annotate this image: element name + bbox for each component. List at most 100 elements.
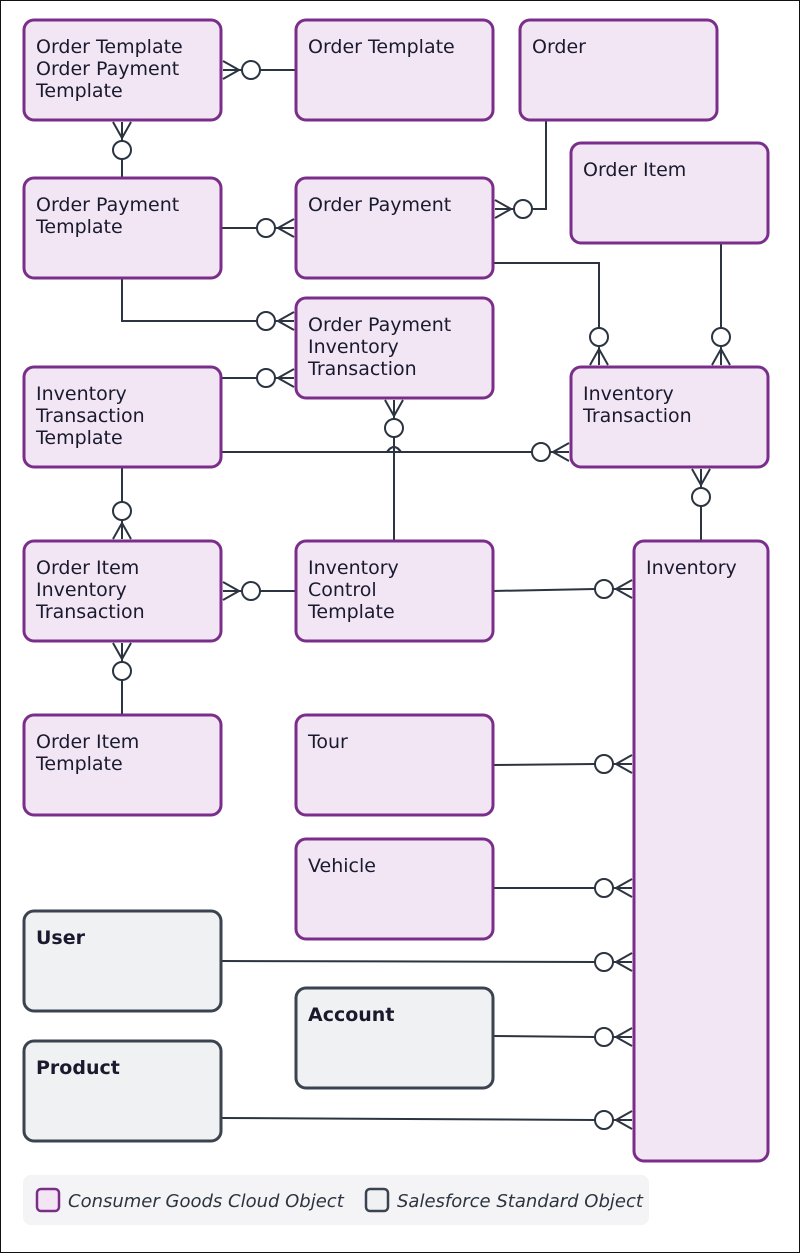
relationship-ict-to-inv: [492, 579, 633, 599]
entity-box: [294, 713, 495, 817]
optional-zero-icon: [241, 581, 261, 601]
entity-box: [294, 296, 495, 400]
optional-zero-icon: [241, 60, 261, 80]
crows-foot-many-icon: [615, 1027, 633, 1047]
relationship-oit-to-oiit: [112, 642, 132, 715]
entity-label: Transaction: [35, 405, 145, 427]
optional-zero-icon: [513, 199, 533, 219]
entity-box: [22, 1039, 223, 1143]
entity-label: Order Payment: [36, 194, 179, 216]
entity-box: [294, 837, 495, 941]
entity-box: [22, 176, 223, 280]
entity-tour: Tour: [294, 713, 495, 817]
crows-foot-many-icon: [277, 218, 295, 238]
relationship-line: [220, 960, 596, 963]
optional-zero-icon: [256, 368, 276, 388]
relationship-op-to-it: [493, 262, 609, 366]
legend-cg-label: Consumer Goods Cloud Object: [68, 1191, 345, 1212]
entity-label: Inventory: [308, 336, 399, 358]
entity-box: [22, 909, 223, 1013]
crows-foot-many-icon: [277, 311, 295, 331]
entity-label: Transaction: [35, 601, 145, 623]
optional-zero-icon: [594, 579, 614, 599]
optional-zero-icon: [256, 311, 276, 331]
optional-zero-icon: [594, 754, 614, 774]
relationship-line: [492, 588, 596, 592]
entity-label: Tour: [307, 731, 348, 753]
optional-zero-icon: [384, 418, 404, 438]
crows-foot-many-icon: [494, 199, 512, 219]
entity-box: [569, 365, 770, 469]
entity-label: Order Payment: [308, 194, 451, 216]
crows-foot-many-icon: [615, 754, 633, 774]
entity-label: Template: [307, 601, 395, 623]
entity-box: [294, 18, 495, 122]
entity-label: Order Item: [36, 557, 139, 579]
relationship-lines: [112, 60, 731, 1130]
entity-label: Inventory: [308, 557, 399, 579]
legend-std-swatch: [364, 1187, 390, 1213]
relationship-line: [493, 262, 600, 328]
relationship-ict-to-oiit: [222, 581, 296, 601]
relationship-otopt-to-opt: [112, 121, 132, 178]
optional-zero-icon: [112, 140, 132, 160]
relationship-vehicle-to-inv: [493, 878, 633, 898]
entity-label: Template: [35, 80, 123, 102]
entity-label: Order Item: [36, 731, 139, 753]
relationship-ot-to-otopt: [222, 60, 296, 80]
optional-zero-icon: [594, 952, 614, 972]
entity-label: Inventory: [646, 557, 737, 579]
crows-foot-many-icon: [222, 60, 240, 80]
relationship-line: [121, 278, 257, 322]
relationship-account-to-inv: [492, 1027, 633, 1047]
entity-box: [22, 18, 223, 122]
entity-oi: Order Item: [569, 141, 770, 245]
entity-product: Product: [22, 1039, 223, 1143]
optional-zero-icon: [594, 1027, 614, 1047]
entity-box: [294, 176, 495, 280]
crows-foot-many-icon: [112, 642, 132, 660]
entity-label: Order Item: [583, 159, 686, 181]
crows-foot-many-icon: [691, 468, 711, 486]
entity-label: Template: [35, 753, 123, 775]
relationship-itt-to-opit: [221, 368, 295, 388]
relationship-tour-to-inv: [492, 754, 633, 774]
entity-ot: Order Template: [294, 18, 495, 122]
line-crossing-hop: [386, 446, 402, 453]
entity-label: User: [36, 927, 86, 949]
entity-label: Template: [35, 427, 123, 449]
crows-foot-many-icon: [615, 579, 633, 599]
entity-box: [294, 539, 495, 643]
entity-label: Transaction: [307, 358, 417, 380]
optional-zero-icon: [256, 218, 276, 238]
entity-inv: Inventory: [632, 539, 770, 1163]
relationship-line: [532, 120, 547, 210]
entity-label: Account: [308, 1004, 394, 1026]
relationship-product-to-inv: [220, 1110, 633, 1130]
entity-label: Order: [532, 36, 586, 58]
crows-foot-many-icon: [615, 1110, 633, 1130]
legend-background: [23, 1175, 649, 1225]
crows-foot-many-icon: [384, 399, 404, 417]
crows-foot-many-icon: [615, 952, 633, 972]
relationship-user-to-inv: [220, 952, 633, 972]
optional-zero-icon: [112, 501, 132, 521]
crows-foot-many-icon: [615, 878, 633, 898]
entity-label: Inventory: [36, 383, 127, 405]
entity-box: [632, 539, 770, 1163]
relationship-opt-to-op: [221, 218, 295, 238]
relationship-oi-to-it: [711, 243, 731, 366]
crows-foot-many-icon: [711, 348, 731, 366]
entity-label: Order Payment: [36, 58, 179, 80]
crows-foot-many-icon: [112, 121, 132, 139]
entity-box: [518, 18, 719, 122]
